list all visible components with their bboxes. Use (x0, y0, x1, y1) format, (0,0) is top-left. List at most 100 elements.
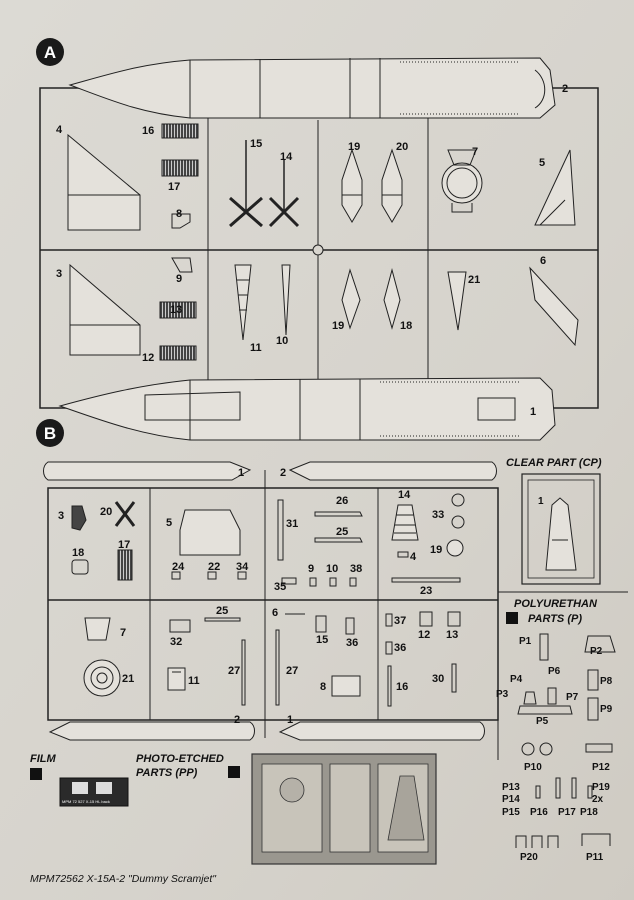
label-b-38: 38 (350, 563, 362, 575)
label-b-20: 20 (100, 506, 112, 518)
wing-part-2-top (288, 461, 497, 481)
label-p9: P9 (600, 704, 613, 715)
photo-etched-icon (228, 766, 240, 778)
label-p10: P10 (524, 762, 542, 773)
wing-part-1-bottom (278, 721, 485, 741)
fuselage-half-1 (58, 377, 556, 441)
label-b-27-b: 27 (286, 665, 298, 677)
label-b-17: 17 (118, 539, 130, 551)
label-a-1: 1 (530, 406, 536, 418)
fin-part-5 (534, 149, 576, 226)
label-b-25-bottom: 25 (216, 605, 228, 617)
label-p1: P1 (519, 636, 532, 647)
polyurethane-panel: POLYURETHAN PARTS (P) P1 P2 P4 P6 P8 P3 … (496, 591, 628, 863)
label-p6: P6 (548, 666, 561, 677)
film-icon (30, 768, 42, 780)
part-12 (159, 345, 197, 361)
label-b-14: 14 (398, 489, 411, 501)
part-b37 (385, 613, 393, 627)
label-p13: P13 (502, 782, 520, 793)
label-b-22: 22 (208, 561, 220, 573)
label-b-16: 16 (396, 681, 408, 693)
clear-part-panel: CLEAR PART (CP) 1 (506, 457, 602, 585)
part-b29 (277, 499, 284, 561)
section-a-letter: A (44, 43, 56, 62)
label-a-8: 8 (176, 208, 182, 220)
fin-part-3 (69, 263, 141, 356)
part-b3 (71, 505, 87, 531)
part-b38 (349, 577, 357, 587)
label-a-11: 11 (250, 342, 262, 354)
label-p18: P18 (580, 807, 598, 818)
label-b-2-bottom: 2 (234, 714, 240, 726)
part-14 (268, 160, 300, 228)
part-b31b (451, 515, 465, 529)
label-b-33: 34 (236, 561, 249, 573)
label-b-5: 5 (166, 517, 172, 529)
part-19-lower (341, 268, 361, 330)
part-b23 (391, 577, 461, 583)
label-p14: P14 (502, 794, 520, 805)
part-p13-p19 (535, 777, 593, 799)
sprue-a-labels: 2 4 16 15 14 19 20 7 5 17 8 3 9 21 6 13 … (56, 83, 568, 418)
label-b-32: 32 (170, 636, 182, 648)
label-2x: 2x (592, 794, 604, 805)
section-b-letter: B (44, 424, 56, 443)
label-p8: P8 (600, 676, 613, 687)
label-p4: P4 (510, 674, 523, 685)
label-a-3: 3 (56, 268, 62, 280)
part-b31a (451, 493, 465, 507)
part-b12 (419, 611, 433, 627)
part-11 (234, 264, 252, 341)
label-a-4: 4 (56, 124, 63, 136)
label-a-21: 21 (468, 274, 480, 286)
part-15 (229, 140, 263, 228)
part-b18 (71, 559, 89, 575)
part-b11 (167, 667, 186, 691)
part-b34 (281, 577, 297, 585)
label-b-18: 18 (72, 547, 84, 559)
label-b-8: 8 (320, 681, 326, 693)
label-a-15: 15 (250, 138, 262, 150)
part-16 (161, 123, 199, 139)
canopy-part (545, 497, 577, 571)
polyurethane-title-1: POLYURETHAN (514, 598, 598, 610)
label-b-37: 37 (394, 615, 406, 627)
part-b27-a (241, 639, 246, 706)
label-b-1-bottom: 1 (287, 714, 293, 726)
label-p12: P12 (592, 762, 610, 773)
part-b32 (169, 619, 191, 633)
sprue-a (39, 57, 599, 441)
clear-part-title: CLEAR PART (CP) (506, 457, 602, 469)
label-p11: P11 (586, 852, 604, 863)
label-b-36: 36 (394, 642, 406, 654)
label-b-3: 3 (58, 510, 64, 522)
label-b-24: 24 (172, 561, 185, 573)
fin-part-4 (67, 133, 141, 231)
part-b36 (385, 641, 393, 655)
label-a-2: 2 (562, 83, 568, 95)
label-b-2-top: 2 (280, 467, 286, 479)
label-a-19-bottom: 19 (332, 320, 344, 332)
label-p7: P7 (566, 692, 579, 703)
label-b-21: 21 (122, 673, 134, 685)
part-17 (161, 159, 199, 177)
label-b-25-top: 25 (336, 526, 348, 538)
part-b8 (331, 675, 361, 697)
part-b10 (329, 577, 337, 587)
part-p11 (581, 833, 611, 846)
label-a-18: 18 (400, 320, 412, 332)
part-p10-b (539, 742, 553, 756)
photo-etched-title-1: PHOTO-ETCHED (136, 753, 224, 765)
label-b-1-top: 1 (238, 467, 244, 479)
part-b4 (397, 551, 409, 558)
part-b21 (83, 659, 121, 697)
label-b-30: 30 (432, 673, 444, 685)
label-b-29: 31 (286, 518, 298, 530)
label-a-6: 6 (540, 255, 546, 267)
part-7 (441, 149, 483, 213)
label-a-7: 7 (472, 146, 478, 158)
polyurethane-icon (506, 612, 518, 624)
part-p12 (585, 743, 613, 753)
